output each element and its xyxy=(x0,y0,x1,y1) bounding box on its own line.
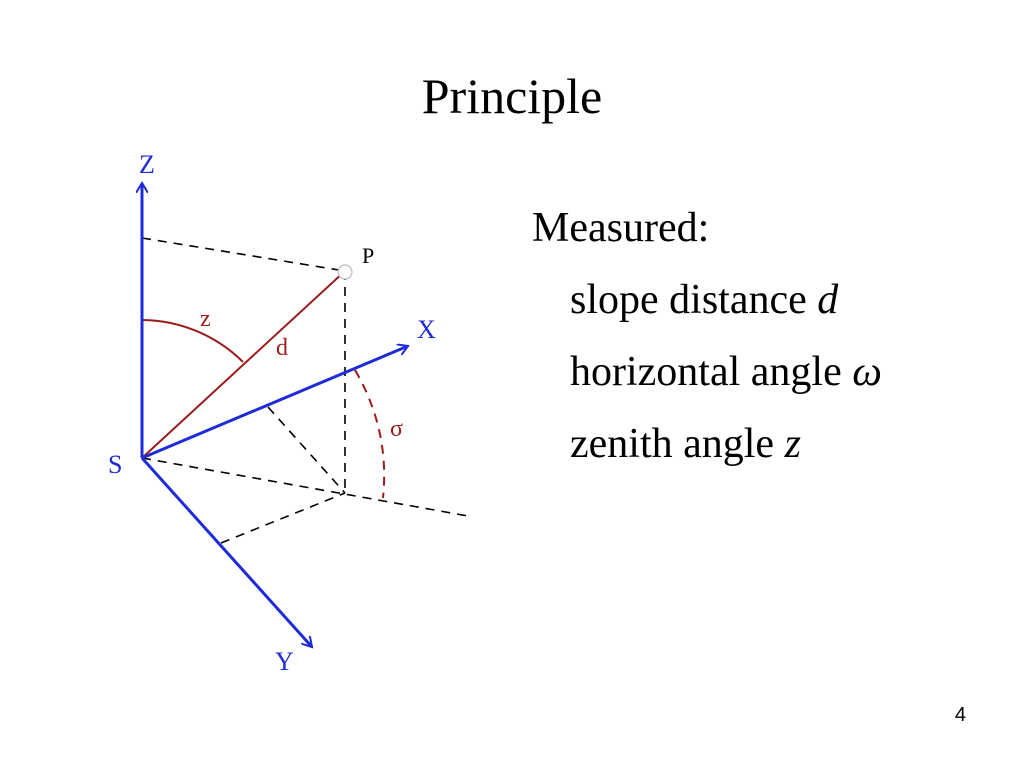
zenith-angle-arc xyxy=(141,319,244,363)
item-symbol: z xyxy=(784,421,801,467)
construction-lines xyxy=(141,237,469,544)
item-text: slope distance xyxy=(570,277,818,323)
x-axis xyxy=(141,346,408,460)
measured-list: Measured: slope distance d horizontal an… xyxy=(532,192,882,480)
horizontal-angle-label: σ xyxy=(390,416,403,442)
point-label: P xyxy=(362,243,374,268)
list-item: horizontal angle ω xyxy=(532,336,882,408)
y-axis-label: Y xyxy=(275,647,294,676)
slide-number: 4 xyxy=(954,704,966,726)
list-item: slope distance d xyxy=(532,264,882,336)
item-symbol: ω xyxy=(852,349,882,395)
slide-title: Principle xyxy=(421,68,603,124)
list-heading: Measured: xyxy=(532,205,710,251)
list-item: zenith angle z xyxy=(532,408,882,480)
distance-label: d xyxy=(276,335,288,361)
horizontal-angle-arc xyxy=(354,369,386,499)
zenith-label: z xyxy=(200,306,211,332)
station-label: S xyxy=(108,450,122,479)
slope-distance-line xyxy=(141,270,346,459)
item-text: horizontal angle xyxy=(570,349,853,395)
x-axis-label: X xyxy=(417,315,436,344)
z-axis-label: Z xyxy=(139,150,155,179)
item-text: zenith angle xyxy=(570,421,785,467)
item-symbol: d xyxy=(817,277,839,323)
point-p-marker xyxy=(337,264,353,280)
y-axis xyxy=(140,456,312,647)
